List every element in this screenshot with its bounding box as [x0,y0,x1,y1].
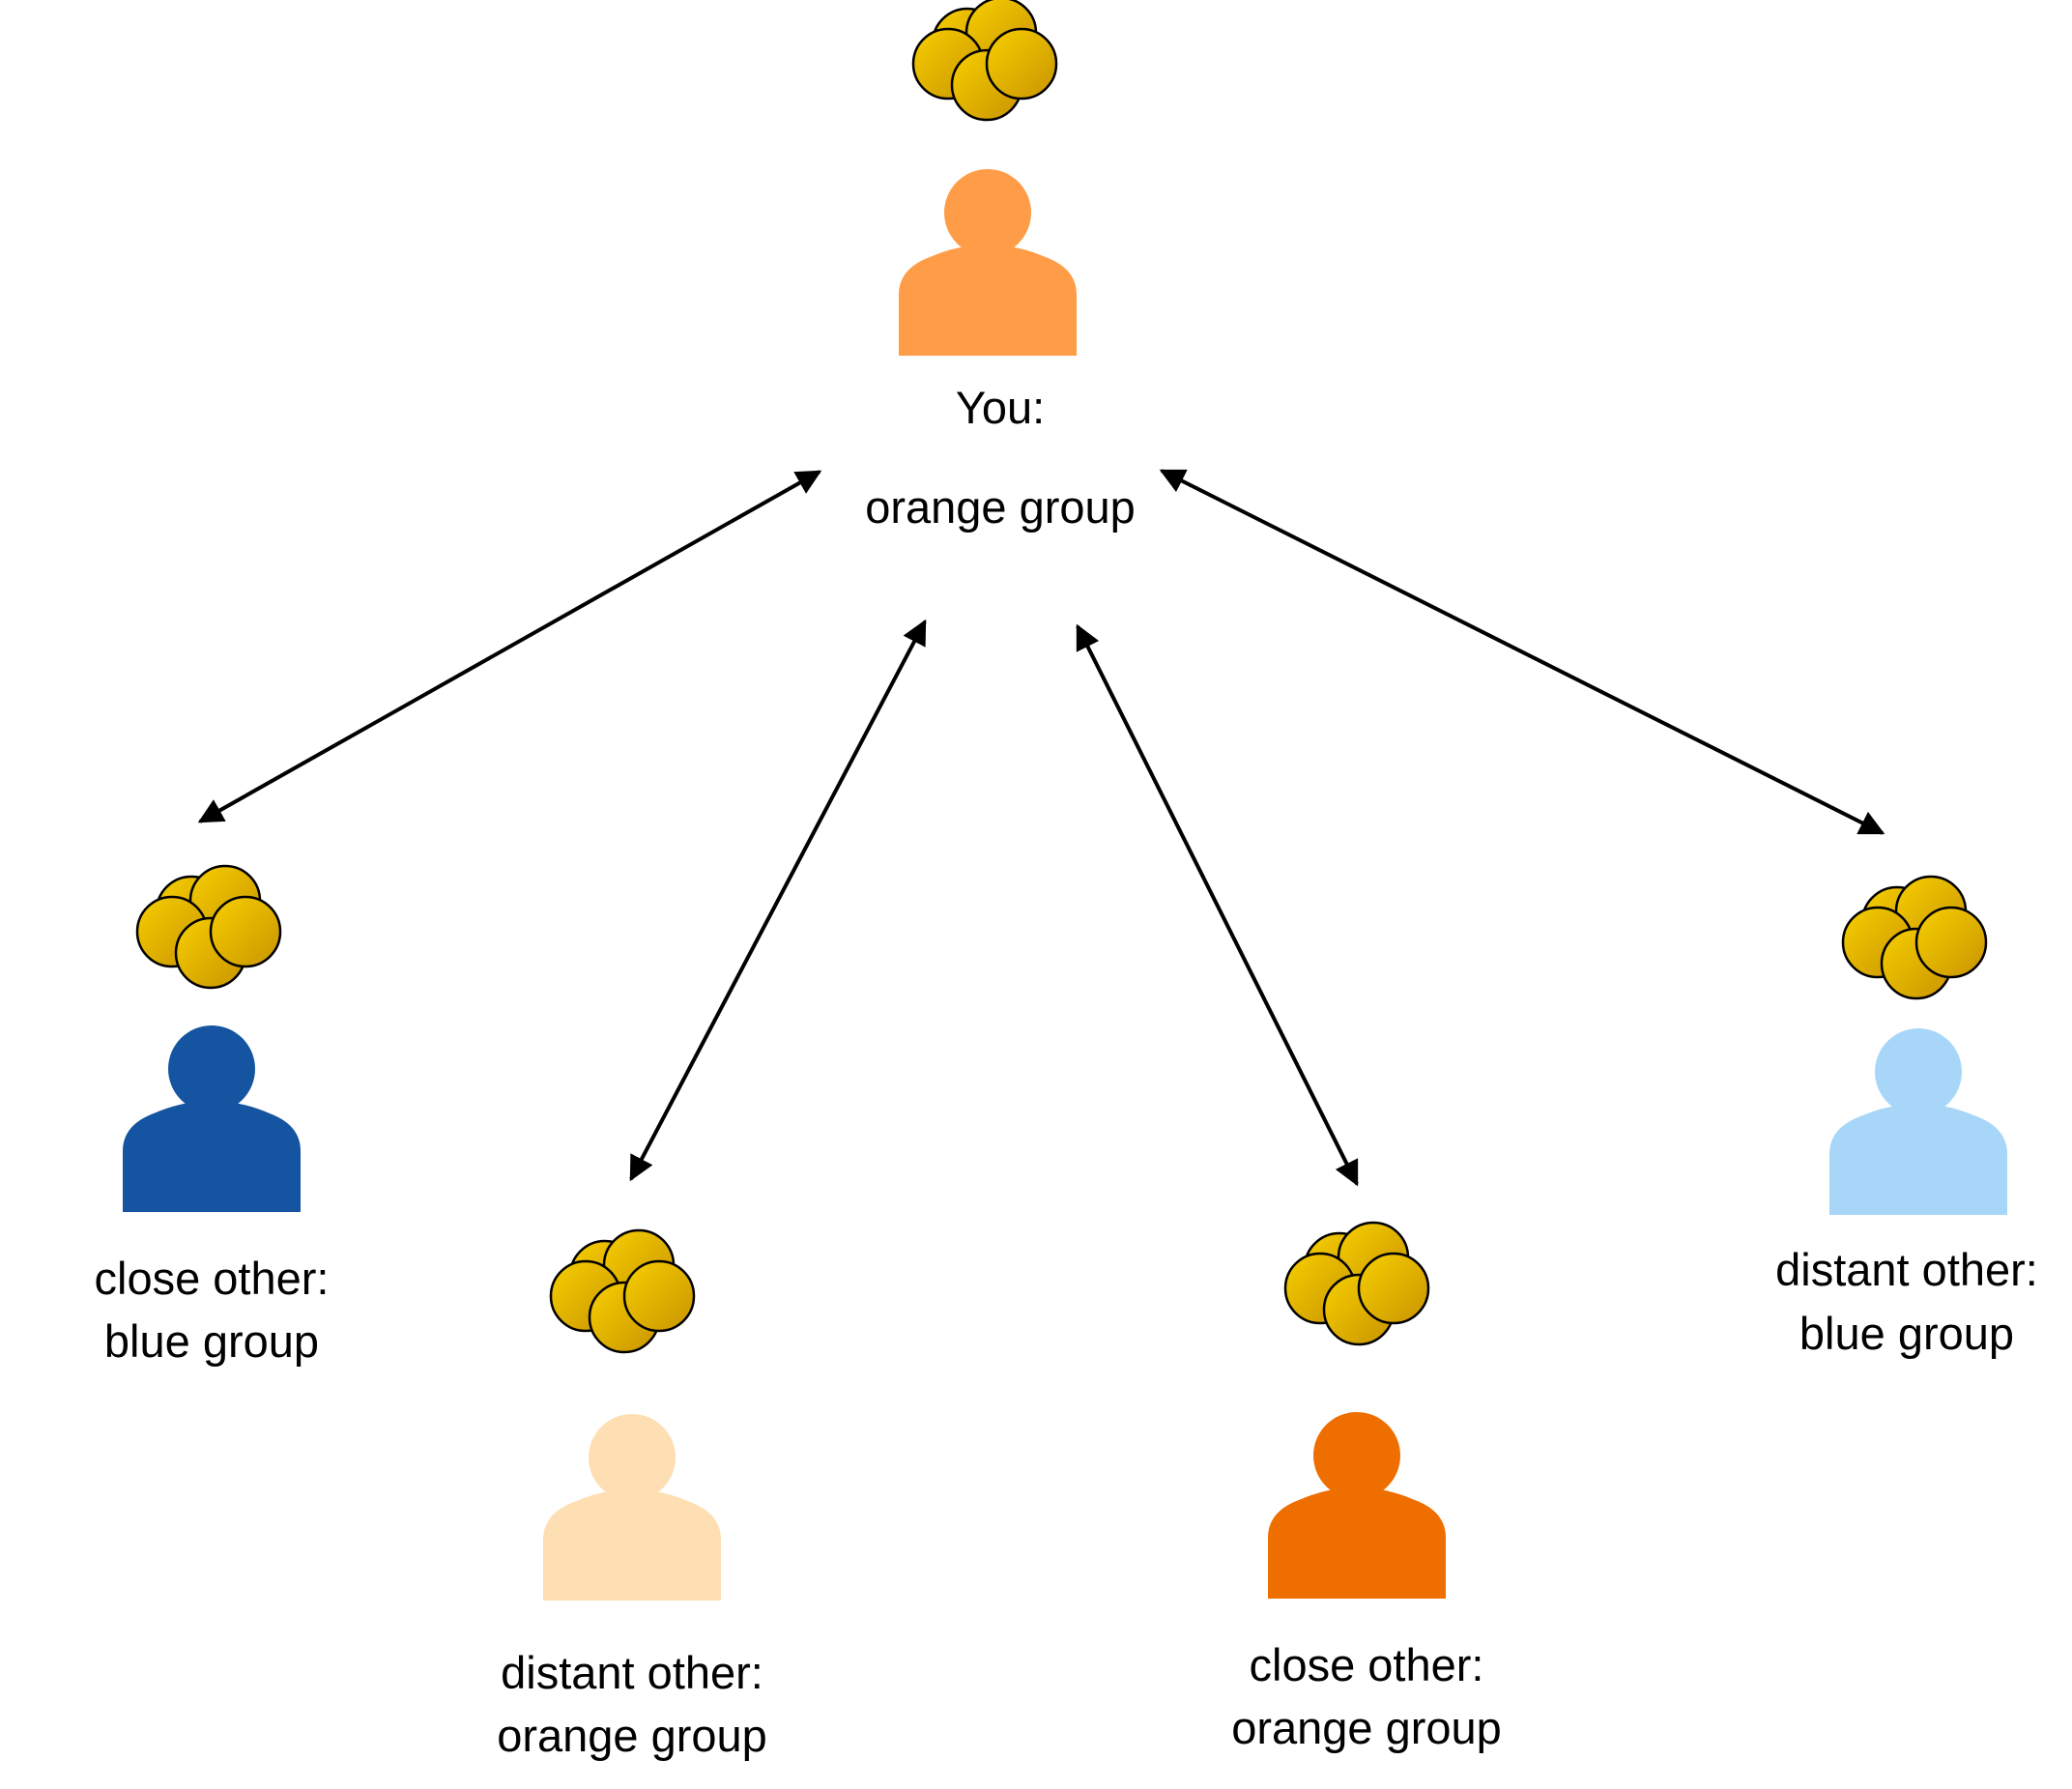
node-close-blue: close other: blue group [95,864,330,1367]
person-icon [1829,1028,2007,1215]
person-icon [123,1025,301,1212]
arrow-you-distant-blue [1159,469,1885,835]
coin-pile-icon [135,864,282,990]
person-icon [899,169,1077,356]
arrows [197,469,1885,1187]
arrow-you-close-orange [1076,623,1359,1187]
person-icon [543,1414,721,1601]
node-distant-blue: distant other: blue group [1775,875,2038,1359]
distant-orange-label-line2: orange group [497,1710,767,1761]
coin-pile-icon [1283,1221,1430,1346]
distant-blue-label-line2: blue group [1799,1308,2014,1359]
you-label-line1: You: [956,382,1045,433]
node-distant-orange: distant other: orange group [497,1228,767,1761]
close-blue-label-line1: close other: [95,1253,330,1304]
arrow-you-close-blue [197,470,822,823]
node-you: You: orange group [865,0,1136,533]
close-orange-label-line1: close other: [1250,1639,1484,1690]
arrow-you-distant-orange [629,619,927,1182]
person-icon [1268,1412,1446,1599]
close-blue-label-line2: blue group [104,1315,319,1367]
coin-pile-icon [549,1228,696,1354]
node-close-orange: close other: orange group [1231,1221,1502,1753]
you-label-line2: orange group [865,481,1136,533]
coin-pile-icon [1841,875,1988,1000]
distant-blue-label-line1: distant other: [1775,1244,2038,1295]
distant-orange-label-line1: distant other: [501,1647,763,1698]
coin-pile-icon [911,0,1058,122]
close-orange-label-line2: orange group [1231,1702,1502,1753]
